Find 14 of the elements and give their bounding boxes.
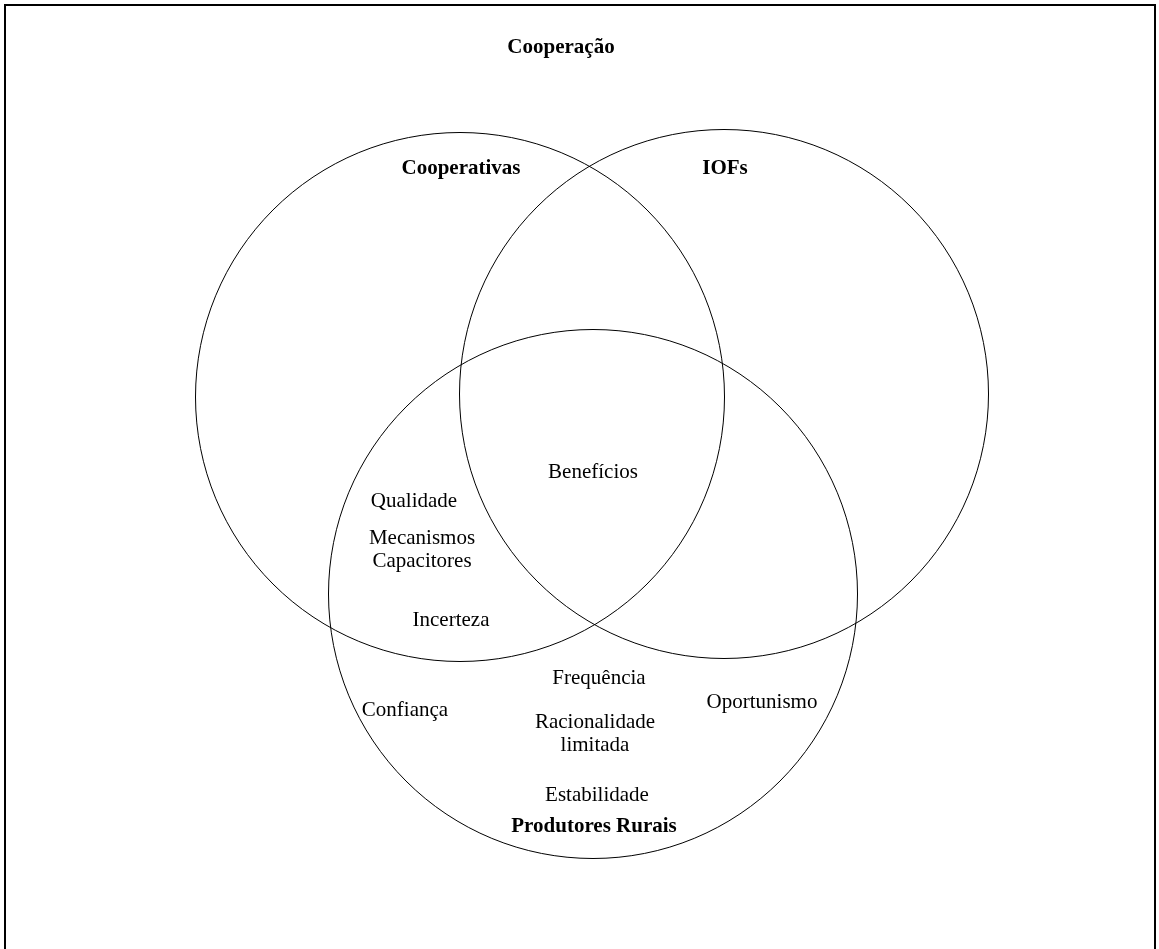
frame-heading: Cooperação xyxy=(507,34,615,59)
venn-label: Confiança xyxy=(361,698,449,722)
circle-heading: IOFs xyxy=(702,155,748,180)
venn-label: Racionalidade limitada xyxy=(533,709,657,757)
venn-label: Estabilidade xyxy=(545,783,649,807)
venn-label: Oportunismo xyxy=(706,690,818,714)
circle-heading: Cooperativas xyxy=(401,155,521,180)
venn-label: Qualidade xyxy=(370,489,458,513)
venn-label: Mecanismos Capacitores xyxy=(367,525,477,573)
frame-border xyxy=(4,4,1156,949)
venn-label: Frequência xyxy=(552,666,646,690)
venn-label: Incerteza xyxy=(412,608,490,632)
circle-heading: Produtores Rurais xyxy=(511,813,677,838)
venn-label: Benefícios xyxy=(548,460,638,484)
